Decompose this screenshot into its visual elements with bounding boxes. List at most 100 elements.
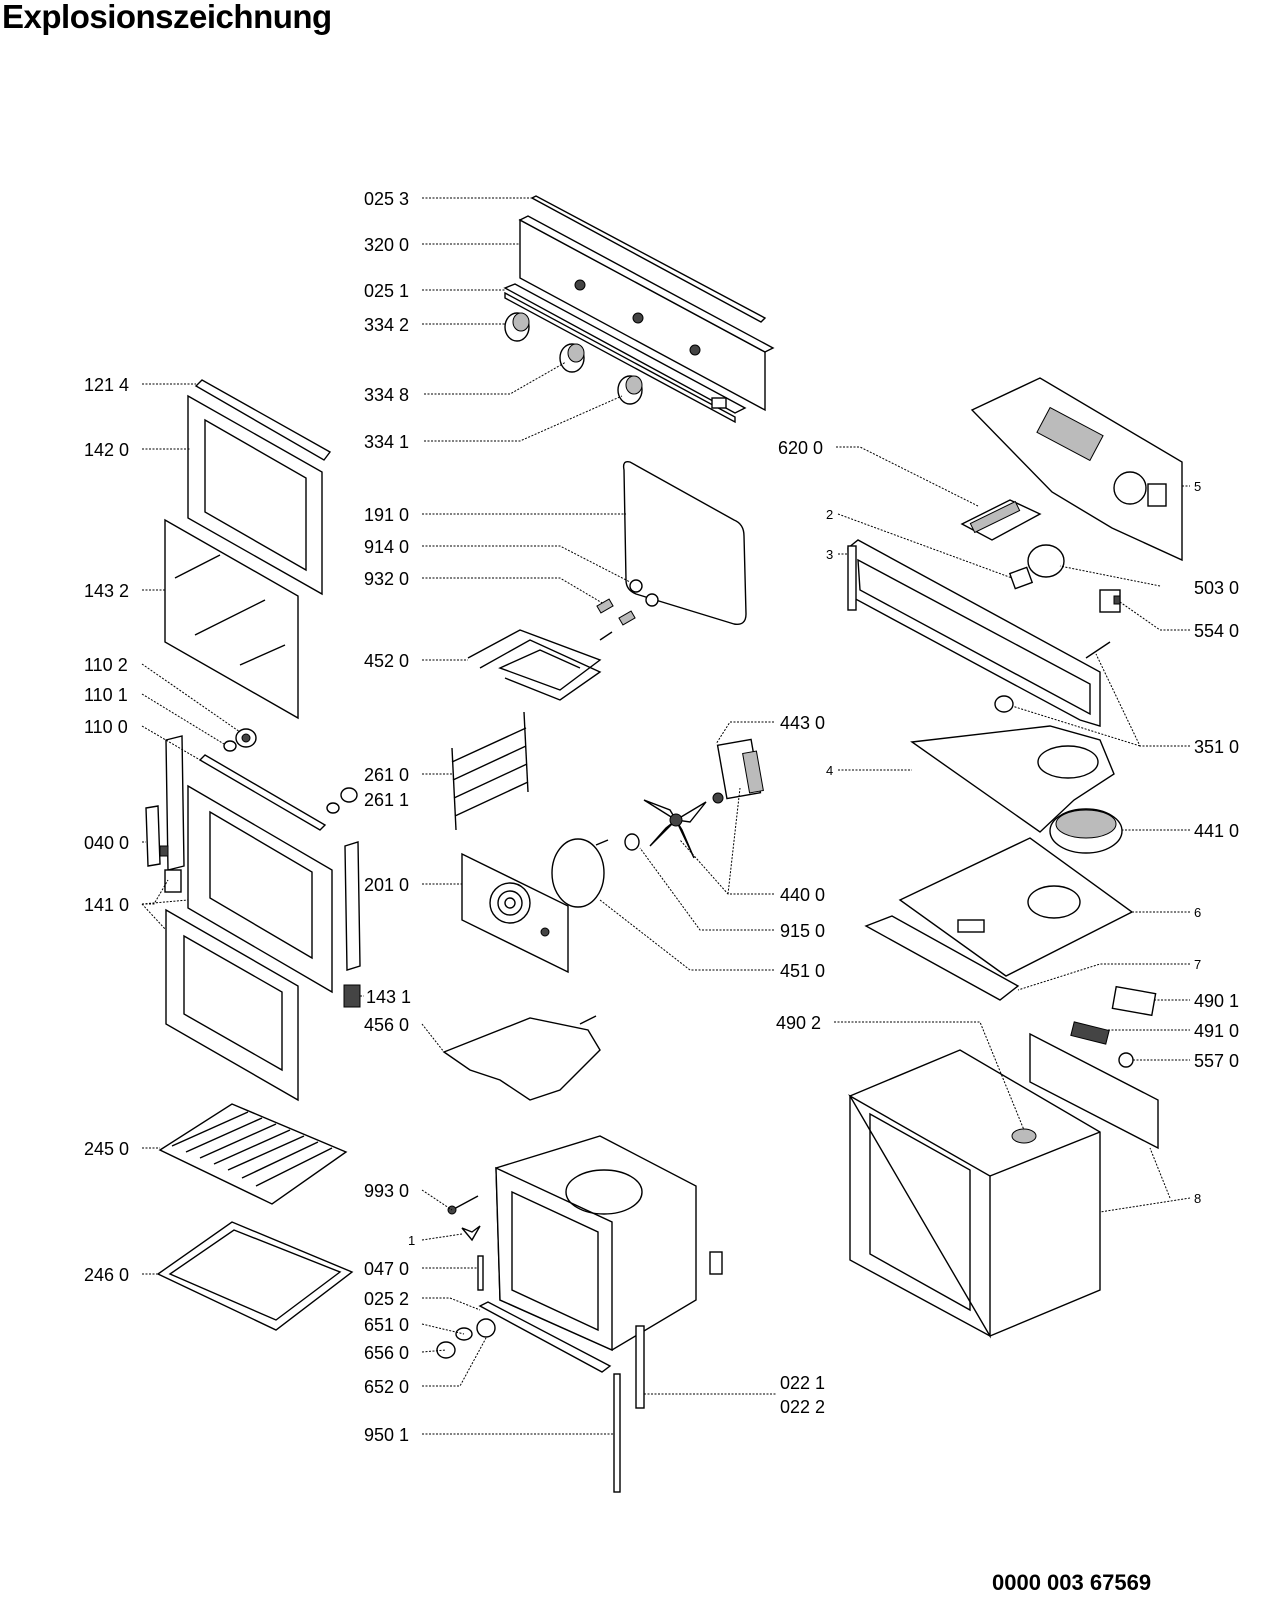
label-040-0: 040 0 [84, 833, 129, 853]
label-022-2: 022 2 [780, 1397, 825, 1417]
label-5: 5 [1194, 479, 1201, 494]
label-334-2: 334 2 [364, 315, 409, 335]
part-fan-motor [712, 738, 764, 804]
label-651-0: 651 0 [364, 1315, 409, 1335]
part-side-strip [635, 1325, 645, 1409]
part-side-profile [326, 787, 361, 1008]
label-6: 6 [1194, 905, 1201, 920]
part-small-strip [477, 1255, 484, 1291]
label-915-0: 915 0 [780, 921, 825, 941]
part-door-rod [198, 754, 327, 831]
label-1: 1 [408, 1233, 415, 1248]
part-fasteners [596, 579, 659, 626]
part-lamp [994, 641, 1111, 713]
label-025-3: 025 3 [364, 189, 409, 209]
label-245-0: 245 0 [84, 1139, 129, 1159]
part-knob-334-2 [504, 312, 530, 342]
part-back-panel [461, 852, 569, 974]
label-246-0: 246 0 [84, 1265, 129, 1285]
label-7: 7 [1194, 957, 1201, 972]
label-022-1: 022 1 [780, 1373, 825, 1393]
label-656-0: 656 0 [364, 1343, 409, 1363]
part-knob-334-1 [617, 375, 643, 405]
part-fan-cover-plate [910, 725, 1115, 833]
part-top-strip [530, 195, 767, 323]
page-title: Explosionszeichnung [2, 0, 332, 35]
label-320-0: 320 0 [364, 235, 409, 255]
label-191-0: 191 0 [364, 505, 409, 525]
label-932-0: 932 0 [364, 569, 409, 589]
part-front-strip [864, 915, 1020, 1001]
label-142-0: 142 0 [84, 440, 129, 460]
part-screw [447, 1195, 479, 1215]
label-047-0: 047 0 [364, 1259, 409, 1279]
label-4: 4 [826, 763, 833, 778]
label-025-2: 025 2 [364, 1289, 409, 1309]
label-334-8: 334 8 [364, 385, 409, 405]
part-grill-element [467, 629, 613, 701]
part-oven-cavity [495, 1135, 723, 1352]
label-334-1: 334 1 [364, 432, 409, 452]
label-261-0: 261 0 [364, 765, 409, 785]
part-switch-490-1 [1111, 985, 1157, 1017]
label-491-0: 491 0 [1194, 1021, 1239, 1041]
part-wire-rack [158, 1103, 348, 1205]
label-490-1: 490 1 [1194, 991, 1239, 1011]
label-440-0: 440 0 [780, 885, 825, 905]
part-door-glass [164, 518, 299, 720]
part-fan-blade [643, 799, 707, 859]
part-door-seal [622, 460, 747, 625]
part-hinge-washer [223, 728, 257, 752]
label-557-0: 557 0 [1194, 1051, 1239, 1071]
part-terminal-block [960, 499, 1042, 541]
part-rear-panel [970, 377, 1183, 562]
part-fan-nut [624, 833, 640, 851]
label-2: 2 [826, 507, 833, 522]
label-110-1: 110 1 [84, 685, 128, 705]
leader-lines [141, 197, 1191, 1435]
label-914-0: 914 0 [364, 537, 409, 557]
label-351-0: 351 0 [1194, 737, 1239, 757]
label-201-0: 201 0 [364, 875, 409, 895]
part-ring-heater [551, 838, 609, 908]
label-143-1: 143 1 [366, 987, 411, 1007]
label-110-0: 110 0 [84, 717, 128, 737]
part-baking-tray [156, 1221, 354, 1331]
part-top-cover-frame [847, 539, 1101, 727]
part-switch-557-0 [1118, 1052, 1134, 1068]
part-thermostat [1099, 589, 1121, 613]
part-clip [461, 1225, 481, 1242]
part-bottom-heater [442, 1015, 601, 1101]
label-8: 8 [1194, 1191, 1201, 1206]
label-652-0: 652 0 [364, 1377, 409, 1397]
label-456-0: 456 0 [364, 1015, 409, 1035]
part-switch-491-0 [1070, 1021, 1110, 1045]
part-panel-rail [503, 283, 747, 424]
label-110-2: 110 2 [84, 655, 128, 675]
part-tangential-fan [1049, 808, 1123, 854]
label-950-1: 950 1 [364, 1425, 409, 1445]
label-503-0: 503 0 [1194, 578, 1239, 598]
part-shelf-rack [451, 711, 529, 831]
label-554-0: 554 0 [1194, 621, 1239, 641]
part-bottom-rail [478, 1301, 612, 1373]
label-3: 3 [826, 547, 833, 562]
part-labels: 025 3 320 0 025 1 334 2 334 8 334 1 121 … [84, 189, 1239, 1445]
label-451-0: 451 0 [780, 961, 825, 981]
label-143-2: 143 2 [84, 581, 129, 601]
label-993-0: 993 0 [364, 1181, 409, 1201]
part-knob-assembly [436, 1318, 496, 1359]
part-door-top-profile [194, 379, 332, 461]
part-vertical-strip [613, 1373, 621, 1493]
document-number: 0000 003 67569 [992, 1570, 1152, 1595]
part-knob-334-8 [559, 343, 585, 373]
label-441-0: 441 0 [1194, 821, 1239, 841]
label-490-2: 490 2 [776, 1013, 821, 1033]
part-hinge [145, 735, 185, 871]
label-261-1: 261 1 [364, 790, 409, 810]
part-control-panel [518, 215, 775, 412]
part-outer-casing [848, 1032, 1159, 1339]
label-025-1: 025 1 [364, 281, 409, 301]
part-inner-door [164, 784, 333, 1102]
label-452-0: 452 0 [364, 651, 409, 671]
